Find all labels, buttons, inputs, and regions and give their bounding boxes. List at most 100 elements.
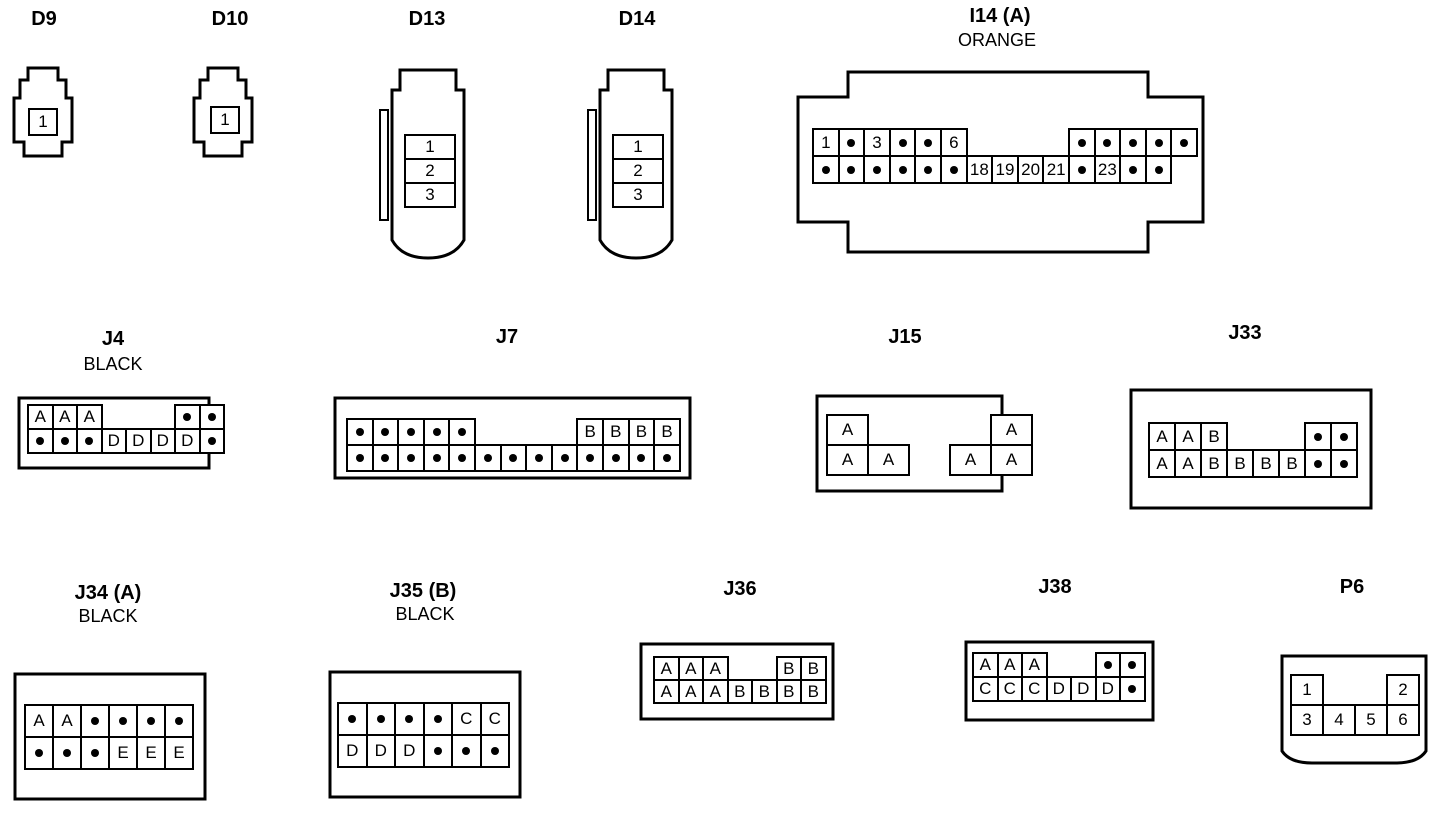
pin-cell: A bbox=[990, 414, 1033, 446]
pin-cell: C bbox=[996, 676, 1023, 702]
pin-cell: A bbox=[867, 444, 910, 476]
pin-cell bbox=[1304, 449, 1332, 478]
pin-cell: A bbox=[1148, 422, 1176, 451]
pin-cell: A bbox=[1174, 449, 1202, 478]
pin-cell bbox=[1068, 128, 1096, 157]
connector-d9: 1 bbox=[10, 62, 80, 162]
pin-cell bbox=[80, 704, 110, 738]
pin-cell: B bbox=[653, 418, 681, 446]
pin-cell: A bbox=[76, 404, 103, 430]
pin-cell bbox=[451, 734, 482, 768]
pin-cell bbox=[837, 128, 866, 157]
connector-d14-pin-1: 1 bbox=[612, 134, 664, 160]
pin-cell bbox=[1330, 422, 1358, 451]
pin-cell: A bbox=[677, 656, 704, 681]
connector-title-d10: D10 bbox=[211, 8, 249, 30]
pin-cell bbox=[940, 155, 968, 184]
pin-cell bbox=[337, 702, 368, 736]
pin-cell: D bbox=[394, 734, 425, 768]
connector-title-p6: P6 bbox=[1339, 576, 1365, 598]
pin-cell bbox=[422, 702, 453, 736]
pin-cell bbox=[576, 444, 604, 472]
pin-cell: B bbox=[726, 679, 753, 704]
pin-cell: 3 bbox=[863, 128, 891, 157]
pin-cell: B bbox=[1200, 449, 1228, 478]
pin-cell: 19 bbox=[991, 155, 1019, 184]
connector-subtitle-j35: BLACK bbox=[395, 604, 455, 624]
pin-cell bbox=[888, 128, 917, 157]
pin-cell: C bbox=[479, 702, 510, 736]
pin-cell bbox=[837, 155, 866, 184]
pin-cell: 6 bbox=[1386, 704, 1420, 736]
connector-subtitle-i14: ORANGE bbox=[957, 30, 1037, 50]
pin-cell: D bbox=[125, 428, 152, 454]
pin-cell bbox=[397, 444, 425, 472]
pin-cell bbox=[422, 734, 453, 768]
pin-cell: 3 bbox=[1290, 704, 1324, 736]
pin-cell: 1 bbox=[1290, 674, 1324, 706]
connector-d14-pin-2: 2 bbox=[612, 158, 664, 184]
connector-title-j38: J38 bbox=[1038, 576, 1072, 598]
pin-cell bbox=[51, 428, 78, 454]
pin-cell bbox=[1094, 652, 1121, 678]
pin-cell: B bbox=[775, 679, 802, 704]
pin-cell: C bbox=[451, 702, 482, 736]
connector-title-j15: J15 bbox=[888, 326, 922, 348]
pin-cell: 1 bbox=[812, 128, 840, 157]
pin-cell bbox=[602, 444, 630, 472]
pin-cell: D bbox=[365, 734, 396, 768]
connector-d13-pin-3: 3 bbox=[404, 182, 456, 208]
pin-cell bbox=[174, 404, 201, 430]
pin-cell bbox=[1068, 155, 1096, 184]
pin-cell bbox=[863, 155, 891, 184]
pin-cell bbox=[76, 428, 103, 454]
pin-cell: B bbox=[1200, 422, 1228, 451]
pin-cell: B bbox=[800, 679, 827, 704]
pin-cell: A bbox=[996, 652, 1023, 678]
pin-cell: A bbox=[27, 404, 54, 430]
connector-title-j4: J4 bbox=[101, 328, 125, 350]
pin-cell: A bbox=[1021, 652, 1048, 678]
pin-cell bbox=[80, 736, 110, 770]
pin-cell: A bbox=[24, 704, 54, 738]
pin-cell: A bbox=[51, 404, 78, 430]
pin-cell bbox=[1119, 676, 1146, 702]
pin-cell bbox=[371, 418, 400, 446]
pin-cell: B bbox=[1252, 449, 1280, 478]
pin-cell: 23 bbox=[1093, 155, 1122, 184]
pin-cell: E bbox=[136, 736, 166, 770]
connector-title-j35: J35 (B) bbox=[389, 580, 457, 602]
pin-cell bbox=[1093, 128, 1122, 157]
pin-cell bbox=[198, 404, 225, 430]
pin-cell: D bbox=[1094, 676, 1121, 702]
pin-cell: B bbox=[1278, 449, 1306, 478]
pin-cell: B bbox=[800, 656, 827, 681]
pin-cell: A bbox=[1174, 422, 1202, 451]
pin-cell bbox=[525, 444, 553, 472]
pin-cell: B bbox=[1226, 449, 1254, 478]
connector-title-d14: D14 bbox=[618, 8, 656, 30]
pin-cell: 21 bbox=[1042, 155, 1070, 184]
pin-cell bbox=[1170, 128, 1198, 157]
pin-cell bbox=[914, 128, 942, 157]
connector-d9-cell: 1 bbox=[28, 108, 58, 136]
pin-cell bbox=[164, 704, 194, 738]
pin-cell bbox=[653, 444, 681, 472]
connector-title-j33: J33 bbox=[1228, 322, 1262, 344]
pin-cell: A bbox=[653, 679, 680, 704]
pin-cell bbox=[1144, 128, 1173, 157]
pin-cell bbox=[1119, 128, 1147, 157]
connector-d14: 1 2 3 bbox=[586, 60, 686, 260]
connector-d13-pin-2: 2 bbox=[404, 158, 456, 184]
pin-cell bbox=[27, 428, 54, 454]
pin-cell bbox=[52, 736, 82, 770]
connector-d10: 1 bbox=[190, 62, 260, 162]
pin-cell: B bbox=[751, 679, 778, 704]
